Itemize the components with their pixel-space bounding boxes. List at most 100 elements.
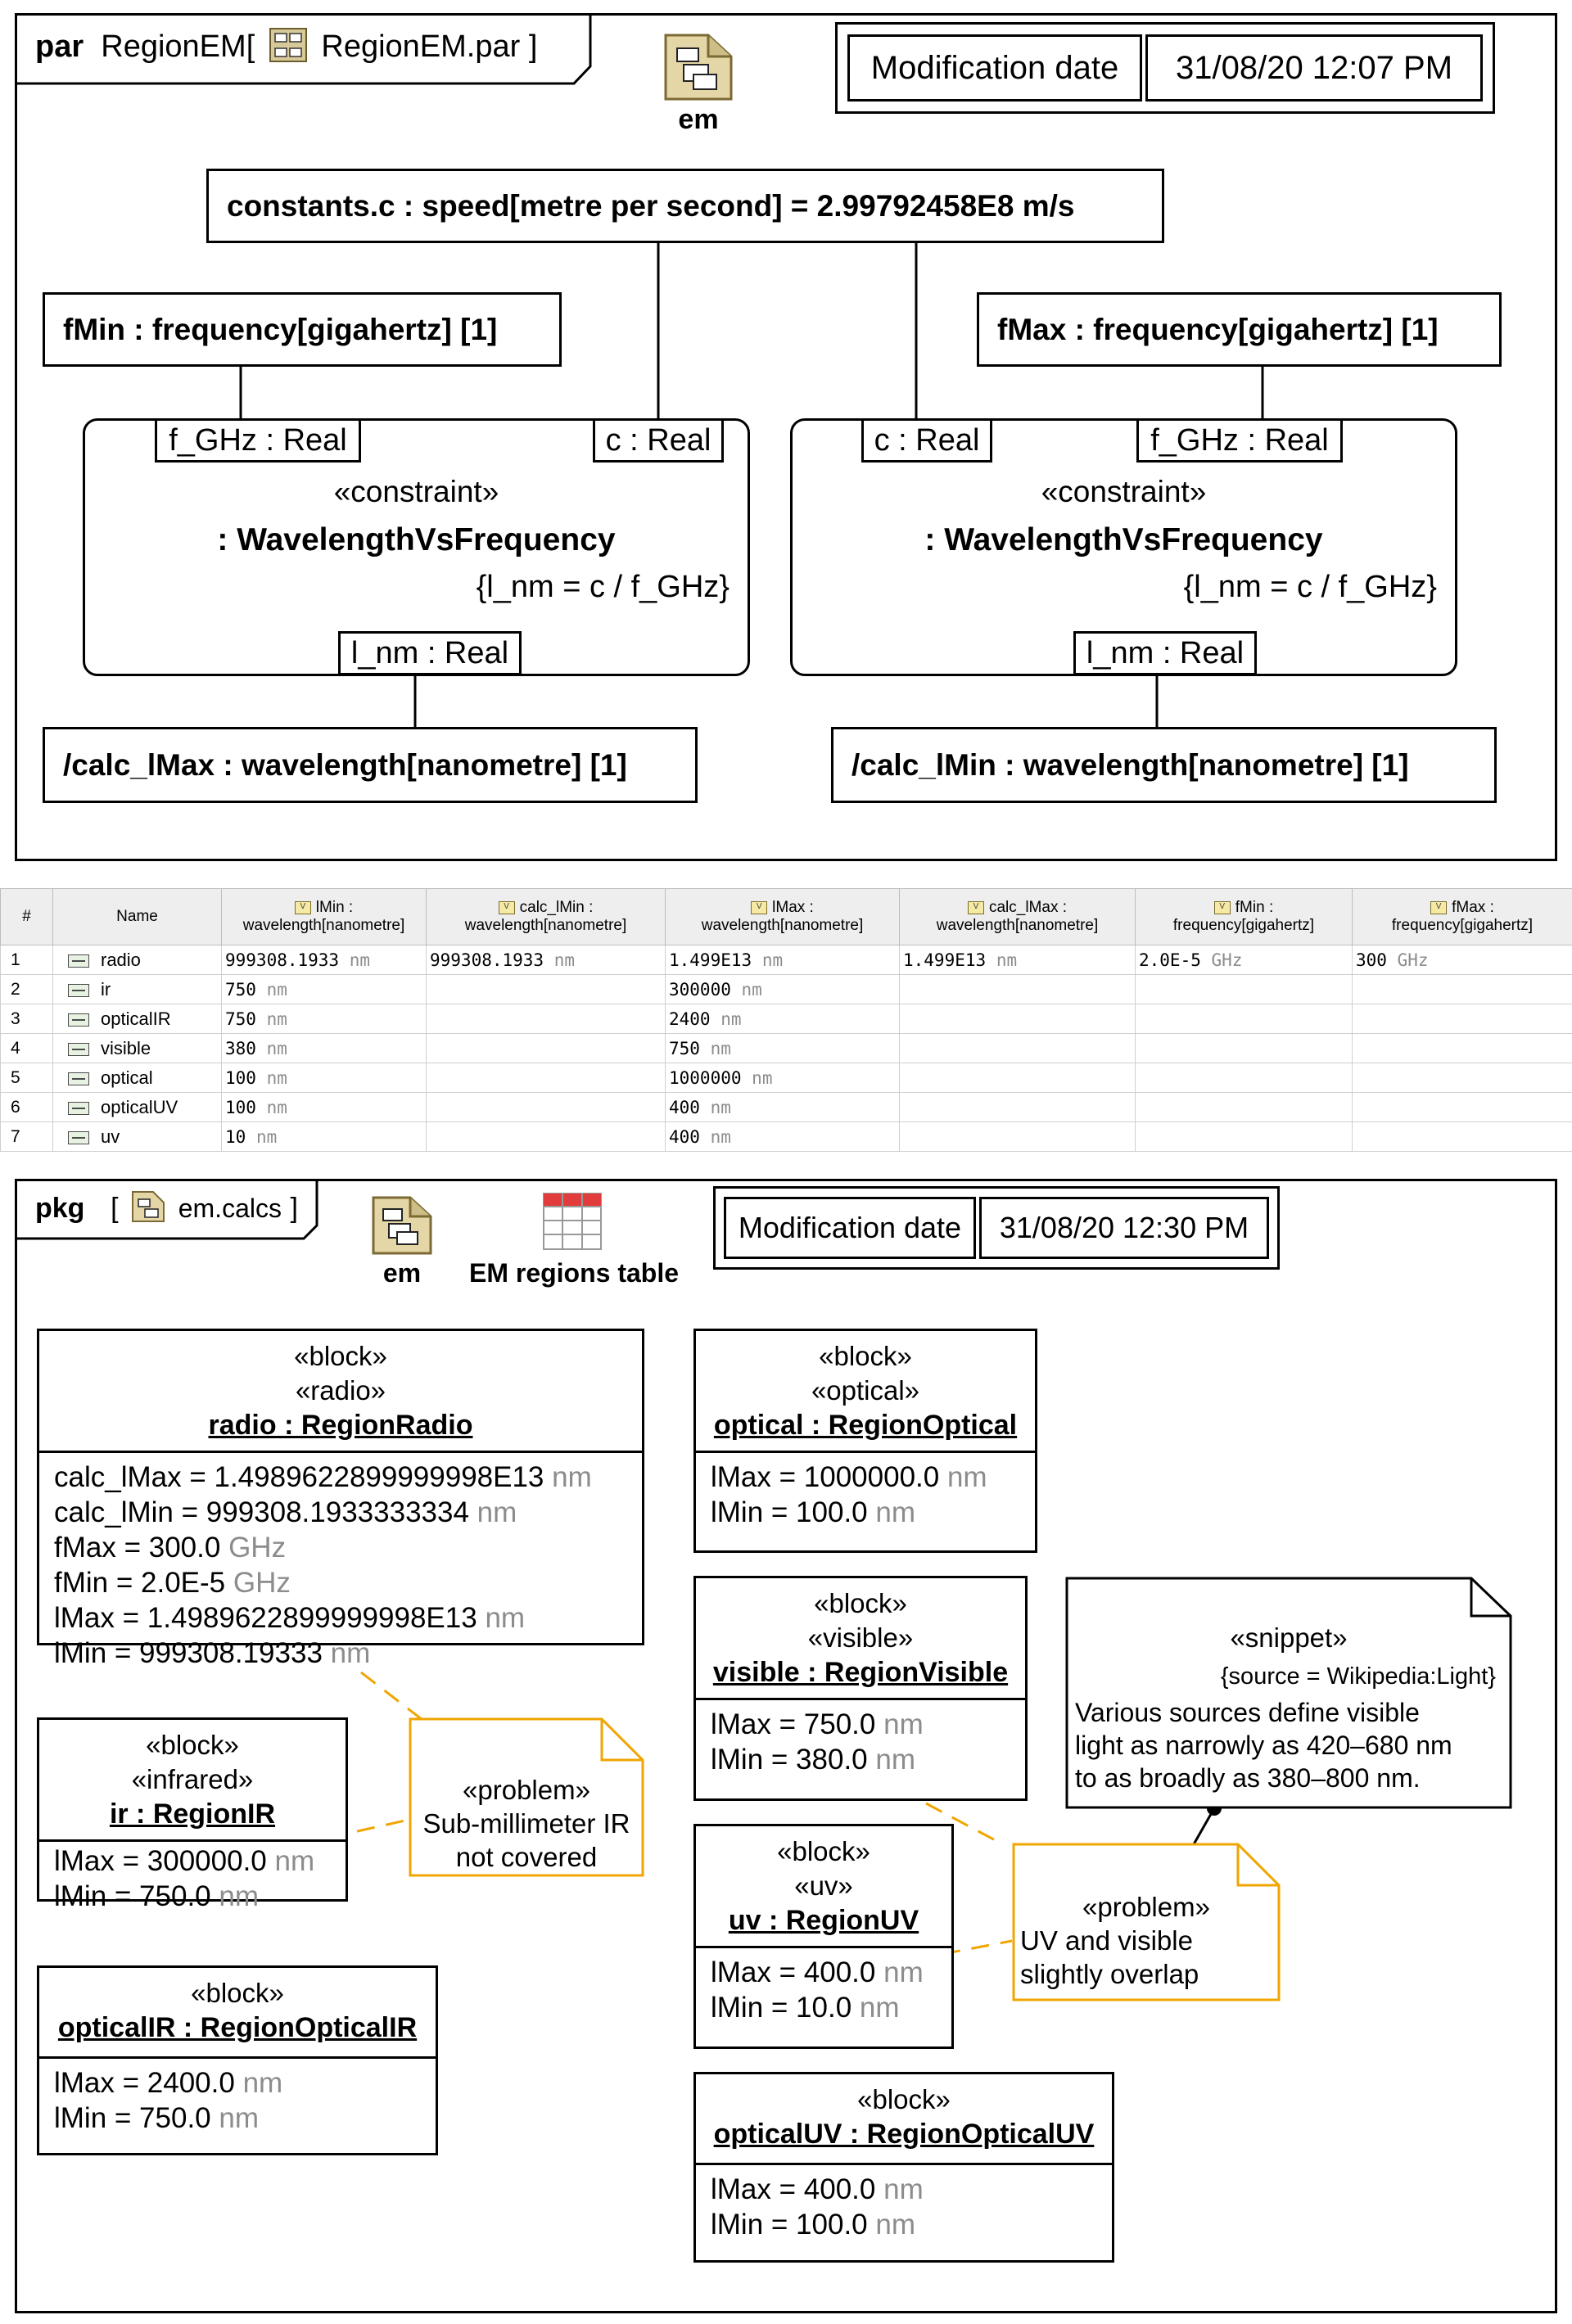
cell-calc-lmin[interactable] (426, 1004, 666, 1034)
block-title: visible : RegionVisible (712, 1657, 1009, 1688)
cell-lmin[interactable]: 10 nm (221, 1121, 427, 1152)
block-optical-ir[interactable]: «block» opticalIR : RegionOpticalIR lMax… (37, 1965, 438, 2155)
row-name-cell[interactable]: opticalUV (52, 1092, 222, 1122)
cell-calc-lmax[interactable] (899, 1092, 1136, 1122)
cell-fmax[interactable] (1352, 1033, 1572, 1063)
snippet-note[interactable]: «snippet» {source = Wikipedia:Light} Var… (1065, 1577, 1512, 1809)
cell-lmax[interactable]: 2400 nm (665, 1004, 900, 1034)
attribute-row: lMax = 1000000.0 nm (711, 1460, 1035, 1495)
block-uv[interactable]: «block» «uv» uv : RegionUV lMax = 400.0 … (693, 1824, 954, 2049)
row-name-cell[interactable]: radio (52, 945, 222, 975)
cell-fmax[interactable] (1352, 974, 1572, 1004)
attribute-text: lMax = 750.0 (711, 1708, 876, 1740)
attribute-text: lMax = 2400.0 (54, 2067, 235, 2099)
row-name-cell[interactable]: uv (52, 1121, 222, 1152)
column-header-line2: frequency[gigahertz] (1391, 917, 1534, 934)
column-header-label: Name (116, 908, 158, 925)
bracket-close: ] (290, 1193, 298, 1224)
instance-icon (68, 1101, 89, 1115)
value-property-icon: V (294, 900, 311, 914)
attribute-row: fMax = 300.0 GHz (54, 1530, 642, 1565)
cell-fmin[interactable] (1135, 1033, 1353, 1063)
table-icon[interactable] (541, 1191, 603, 1252)
table-row[interactable]: 1 radio 999308.1933 nm 999308.1933 nm 1.… (0, 945, 1572, 975)
snippet-stereotype: «snippet» (1230, 1622, 1348, 1653)
problem-note-ir[interactable]: «problem» Sub-millimeter IR not covered (409, 1717, 644, 1877)
cell-fmin[interactable] (1135, 1063, 1353, 1093)
block-optical[interactable]: «block» «optical» optical : RegionOptica… (693, 1329, 1037, 1553)
cell-calc-lmax[interactable]: 1.499E13 nm (899, 945, 1136, 975)
cell-lmax[interactable]: 400 nm (665, 1121, 900, 1152)
cell-calc-lmin[interactable] (426, 1092, 666, 1122)
block-visible[interactable]: «block» «visible» visible : RegionVisibl… (693, 1576, 1028, 1801)
cell-calc-lmin[interactable] (426, 1121, 666, 1152)
cell-lmin[interactable]: 999308.1933 nm (221, 945, 427, 975)
cell-fmax[interactable] (1352, 1121, 1572, 1152)
cell-calc-lmin[interactable] (426, 1033, 666, 1063)
column-header-index[interactable]: # (0, 888, 53, 945)
cell-calc-lmax[interactable] (899, 1004, 1136, 1034)
cell-calc-lmax[interactable] (899, 974, 1136, 1004)
cell-fmin[interactable] (1135, 1092, 1353, 1122)
cell-fmin[interactable] (1135, 1004, 1353, 1034)
table-row[interactable]: 3 opticalIR 750 nm 2400 nm (0, 1004, 1572, 1034)
table-row[interactable]: 5 optical 100 nm 1000000 nm (0, 1063, 1572, 1093)
modification-date-box: Modification date 31/08/20 12:07 PM (835, 22, 1495, 114)
cell-fmax[interactable]: 300 GHz (1352, 945, 1572, 975)
row-name-cell[interactable]: ir (52, 974, 222, 1004)
attribute-row: calc_lMin = 999308.1933333334 nm (54, 1495, 642, 1530)
block-stereotype: «block» (814, 1588, 907, 1618)
cell-fmin[interactable]: 2.0E-5 GHz (1135, 945, 1353, 975)
cell-lmin[interactable]: 750 nm (221, 1004, 427, 1034)
column-header-line2: wavelength[nanometre] (936, 917, 1099, 934)
attribute-text: lMin = 100.0 (711, 1496, 868, 1528)
port-right-f-ghz: f_GHz : Real (1136, 418, 1343, 463)
cell-lmax[interactable]: 400 nm (665, 1092, 900, 1122)
cell-lmin[interactable]: 750 nm (221, 974, 427, 1004)
cell-lmin[interactable]: 100 nm (221, 1063, 427, 1093)
diagram-kind: par (35, 29, 84, 64)
cell-lmax[interactable]: 1.499E13 nm (665, 945, 900, 975)
cell-lmin[interactable]: 100 nm (221, 1092, 427, 1122)
cell-lmax[interactable]: 750 nm (665, 1033, 900, 1063)
block-header: «block» «optical» optical : RegionOptica… (696, 1331, 1035, 1451)
port-right-c: c : Real (861, 418, 992, 463)
cell-lmin[interactable]: 380 nm (221, 1033, 427, 1063)
cell-calc-lmax[interactable] (899, 1033, 1136, 1063)
cell-fmin[interactable] (1135, 1121, 1353, 1152)
block-optical-uv[interactable]: «block» opticalUV : RegionOpticalUV lMax… (693, 2072, 1114, 2263)
cell-calc-lmax[interactable] (899, 1121, 1136, 1152)
attribute-row: lMax = 2400.0 nm (54, 2065, 436, 2101)
column-header-line2: frequency[gigahertz] (1172, 917, 1315, 934)
row-name-cell[interactable]: opticalIR (52, 1004, 222, 1034)
cell-lmax[interactable]: 300000 nm (665, 974, 900, 1004)
cell-fmax[interactable] (1352, 1004, 1572, 1034)
cell-fmax[interactable] (1352, 1063, 1572, 1093)
cell-calc-lmax[interactable] (899, 1063, 1136, 1093)
block-attributes: lMax = 400.0 nm lMin = 100.0 nm (696, 2165, 1112, 2242)
cell-calc-lmin[interactable]: 999308.1933 nm (426, 945, 666, 975)
block-title: uv : RegionUV (728, 1905, 919, 1936)
block-separator (696, 1698, 1025, 1700)
cell-calc-lmin[interactable] (426, 974, 666, 1004)
cell-lmax[interactable]: 1000000 nm (665, 1063, 900, 1093)
cell-calc-lmin[interactable] (426, 1063, 666, 1093)
cell-fmin[interactable] (1135, 974, 1353, 1004)
block-ir[interactable]: «block» «infrared» ir : RegionIR lMax = … (37, 1717, 348, 1912)
table-row[interactable]: 7 uv 10 nm 400 nm (0, 1121, 1572, 1152)
row-name-cell[interactable]: optical (52, 1063, 222, 1093)
table-row[interactable]: 6 opticalUV 100 nm 400 nm (0, 1092, 1572, 1122)
column-header-name[interactable]: Name (52, 888, 222, 945)
block-radio[interactable]: «block» «radio» radio : RegionRadio calc… (37, 1329, 644, 1669)
row-name-cell[interactable]: visible (52, 1033, 222, 1063)
table-row[interactable]: 2 ir 750 nm 300000 nm (0, 974, 1572, 1004)
cell-fmax[interactable] (1352, 1092, 1572, 1122)
table-row[interactable]: 4 visible 380 nm 750 nm (0, 1033, 1572, 1063)
problem-note-uv[interactable]: «problem» UV and visible slightly overla… (1012, 1843, 1281, 2001)
